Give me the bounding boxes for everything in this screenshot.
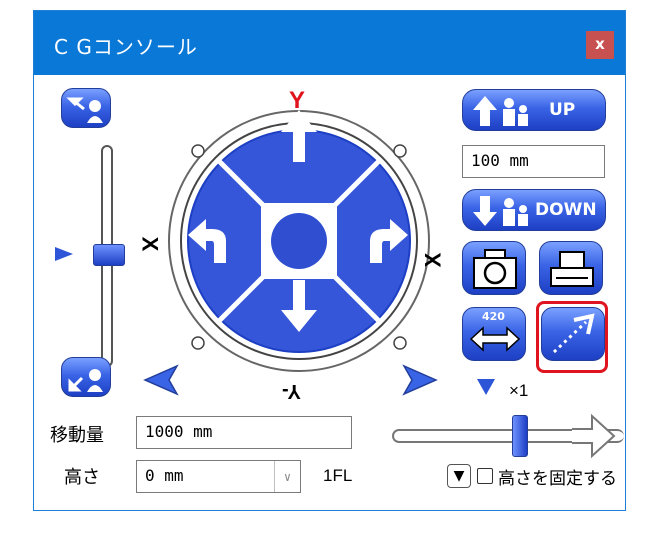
title-bar[interactable]: C Gコンソール x xyxy=(34,11,625,75)
measure-button[interactable]: 420 xyxy=(462,307,526,361)
move-amount-field[interactable]: 1000 mm xyxy=(136,416,352,449)
arrow-down-icon xyxy=(281,280,317,332)
floor-label: 1FL xyxy=(323,466,353,485)
move-up-icon xyxy=(473,96,528,126)
camera-icon xyxy=(473,249,517,289)
arrow-up-icon xyxy=(281,110,317,162)
down-button-label: DOWN xyxy=(535,200,597,220)
tilt-pointer-icon xyxy=(55,247,73,261)
rotate-right-button[interactable] xyxy=(352,211,412,271)
move-back-button[interactable] xyxy=(274,276,324,336)
compass-y-minus-label: Y- xyxy=(282,380,301,402)
rotate-right-icon xyxy=(370,219,408,263)
pan-right-button[interactable] xyxy=(400,363,440,397)
compass-x-left-label: X xyxy=(137,236,163,252)
walkthrough-path-button[interactable] xyxy=(541,307,605,361)
height-step-field[interactable]: 100 mm xyxy=(462,145,605,178)
speed-pointer-icon xyxy=(477,379,495,395)
chevron-down-icon[interactable]: ∨ xyxy=(274,461,300,492)
double-arrow-icon xyxy=(469,326,521,352)
move-down-icon xyxy=(473,196,528,226)
window-title: C Gコンソール xyxy=(54,35,198,59)
height-label: 高さ xyxy=(64,467,100,488)
view-tilt-down-button[interactable] xyxy=(61,357,111,397)
close-button[interactable]: x xyxy=(586,31,614,59)
fix-height-checkbox[interactable] xyxy=(477,468,493,484)
center-button[interactable] xyxy=(271,213,327,269)
move-amount-label: 移動量 xyxy=(50,425,104,446)
printer-icon xyxy=(550,251,594,287)
slider-arrowhead-icon xyxy=(572,413,616,459)
cg-console-window: C Gコンソール x xyxy=(33,10,626,511)
selection-highlight xyxy=(536,301,608,373)
tilt-down-icon xyxy=(68,369,103,392)
up-button-label: UP xyxy=(549,100,576,120)
compass-x-right-label: X xyxy=(420,252,446,268)
fix-height-label: 高さを固定する xyxy=(498,469,617,489)
move-amount-slider-track[interactable] xyxy=(392,429,624,443)
up-button[interactable]: UP xyxy=(462,89,606,131)
compass-y-label: Y xyxy=(289,87,306,114)
rotate-left-icon xyxy=(188,219,226,263)
speed-multiplier: ×1 xyxy=(509,381,529,400)
screenshot-button[interactable] xyxy=(462,241,526,295)
view-tilt-up-button[interactable] xyxy=(61,88,111,128)
height-combobox[interactable]: 0 mm ∨ xyxy=(136,460,301,493)
down-button[interactable]: DOWN xyxy=(462,189,606,231)
dotted-arrow-icon xyxy=(552,313,595,354)
move-forward-button[interactable] xyxy=(274,106,324,166)
height-value: 0 mm xyxy=(145,466,184,485)
tilt-up-icon xyxy=(66,97,103,123)
rotate-left-button[interactable] xyxy=(184,211,244,271)
view-tilt-slider-thumb[interactable] xyxy=(93,244,125,266)
print-button[interactable] xyxy=(539,241,603,295)
floor-dropdown-button[interactable]: ▼ xyxy=(447,464,471,488)
pan-left-button[interactable] xyxy=(141,363,181,397)
measure-icon-label: 420 xyxy=(482,310,505,323)
direction-pad[interactable] xyxy=(144,81,464,411)
move-amount-slider-thumb[interactable] xyxy=(512,415,528,457)
